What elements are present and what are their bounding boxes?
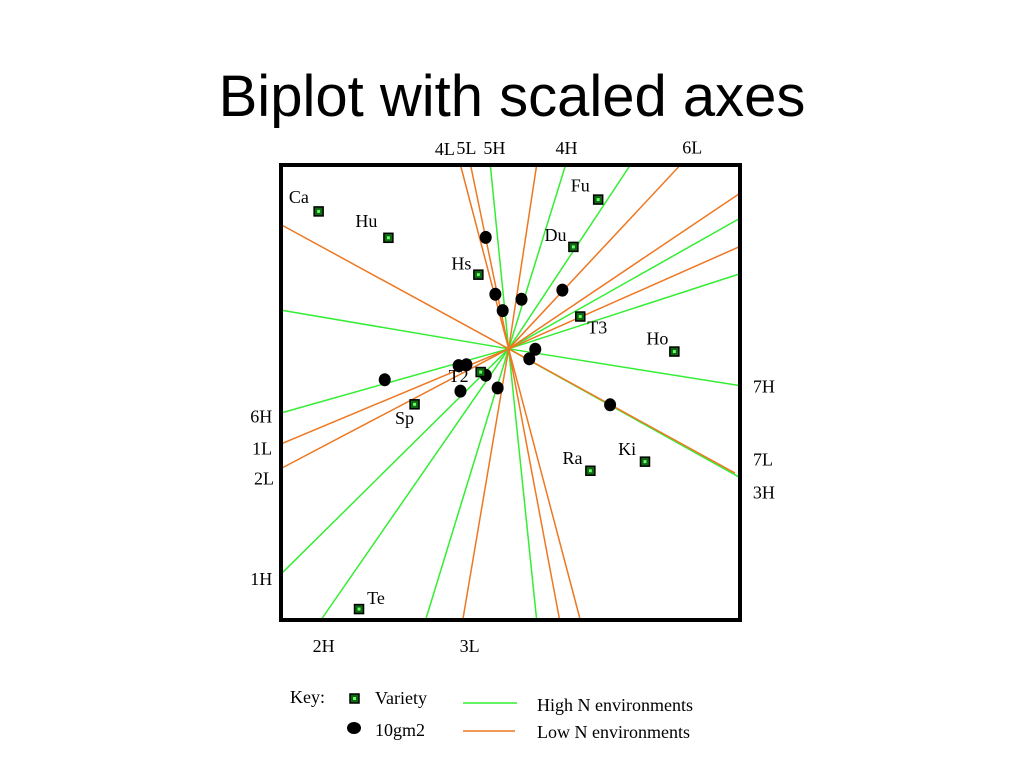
- axis-line-1h: [280, 348, 510, 575]
- axis-line-low-n-13: [507, 348, 581, 621]
- slide-title: Biplot with scaled axes: [218, 64, 806, 129]
- axis-line-4l: [459, 164, 510, 350]
- variety-label-du: Du: [544, 225, 566, 245]
- biplot-points: [378, 230, 617, 412]
- variety-label-ra: Ra: [562, 448, 582, 468]
- variety-label-t2: T2: [449, 366, 469, 386]
- biplot-axes: [280, 164, 741, 621]
- axis-line-low-n-9: [507, 164, 538, 349]
- axis-label-6l: 6L: [682, 137, 702, 157]
- axis-line-4h: [507, 164, 567, 350]
- point-10gm2: [515, 292, 528, 306]
- variety-label-ho: Ho: [646, 329, 668, 349]
- legend-high-label: High N environments: [537, 695, 693, 715]
- axis-label-3l: 3L: [460, 636, 480, 656]
- axis-line-low-n-10: [508, 245, 741, 350]
- legend-low-label: Low N environments: [537, 722, 690, 742]
- axis-line-high-n-13: [508, 217, 741, 350]
- axis-line-low-n-11: [508, 192, 741, 350]
- axis-label-7h: 7H: [753, 377, 775, 397]
- variety-label-ki: Ki: [618, 439, 636, 459]
- legend-point-label: 10gm2: [375, 720, 425, 740]
- axis-line-high-n-11: [424, 348, 510, 621]
- axis-label-7l: 7L: [753, 449, 773, 469]
- variety-label-hu: Hu: [355, 211, 377, 231]
- variety-label-t3: T3: [587, 317, 607, 337]
- axis-label-6h: 6H: [250, 407, 272, 427]
- axis-line-5h: [489, 164, 510, 349]
- point-10gm2: [604, 398, 617, 412]
- legend-title: Key:: [290, 687, 325, 707]
- legend-variety-marker: [349, 693, 360, 704]
- legend-variety-label: Variety: [375, 688, 427, 708]
- axis-line-1l: [280, 348, 509, 445]
- axis-label-2l: 2L: [254, 468, 274, 488]
- variety-marker-t3: [575, 311, 586, 322]
- variety-marker-hu: [383, 232, 394, 244]
- point-10gm2: [491, 381, 504, 395]
- variety-marker-te: [353, 603, 365, 615]
- axis-label-1l: 1L: [252, 438, 272, 458]
- axis-label-4l: 4L: [435, 139, 455, 159]
- point-10gm2: [496, 304, 509, 318]
- axis-label-5l: 5L: [456, 138, 476, 158]
- axis-line-high-n-12: [507, 348, 538, 621]
- variety-label-te: Te: [367, 588, 385, 608]
- axis-line-low-n-12: [507, 348, 561, 621]
- variety-label-ca: Ca: [289, 187, 309, 207]
- axis-line-5l: [469, 164, 510, 349]
- variety-marker-du: [568, 241, 579, 253]
- axis-line-7h: [508, 348, 741, 387]
- axis-line-high-n-10: [280, 309, 509, 350]
- point-10gm2: [489, 287, 502, 301]
- axis-label-2h: 2H: [313, 636, 335, 656]
- axis-line-3l: [462, 348, 510, 621]
- axis-line-low-n-8: [280, 223, 510, 350]
- legend-point-marker: [347, 722, 361, 734]
- variety-marker-sp: [409, 399, 420, 410]
- variety-marker-ra: [585, 465, 596, 477]
- point-10gm2: [378, 373, 391, 387]
- variety-marker-hs: [473, 269, 484, 280]
- axis-line-high-n-8: [508, 164, 631, 350]
- variety-marker-t2: [475, 366, 486, 378]
- axis-line-7l: [508, 348, 736, 474]
- axis-line-high-n-9: [508, 273, 741, 350]
- point-10gm2: [479, 230, 492, 244]
- point-10gm2: [523, 352, 536, 366]
- axis-label-3h: 3H: [753, 483, 775, 503]
- variety-marker-ki: [639, 456, 651, 467]
- variety-marker-ho: [669, 346, 680, 357]
- axis-line-6h: [280, 348, 509, 414]
- point-10gm2: [556, 283, 569, 297]
- variety-label-fu: Fu: [571, 175, 590, 195]
- legend: Key: Variety 10gm2 High N environments L…: [290, 687, 693, 742]
- axis-label-1h: 1H: [250, 569, 272, 589]
- variety-marker-fu: [592, 194, 604, 205]
- axis-line-6l: [508, 164, 681, 350]
- axis-label-4h: 4H: [555, 138, 577, 158]
- variety-marker-ca: [313, 206, 324, 217]
- point-10gm2: [452, 359, 465, 373]
- variety-label-sp: Sp: [395, 408, 414, 428]
- variety-label-hs: Hs: [451, 254, 471, 274]
- axis-line-2h: [320, 348, 510, 621]
- axis-label-5h: 5H: [483, 138, 505, 158]
- plot-frame: [279, 163, 742, 622]
- point-10gm2: [454, 384, 467, 398]
- point-10gm2: [529, 342, 542, 356]
